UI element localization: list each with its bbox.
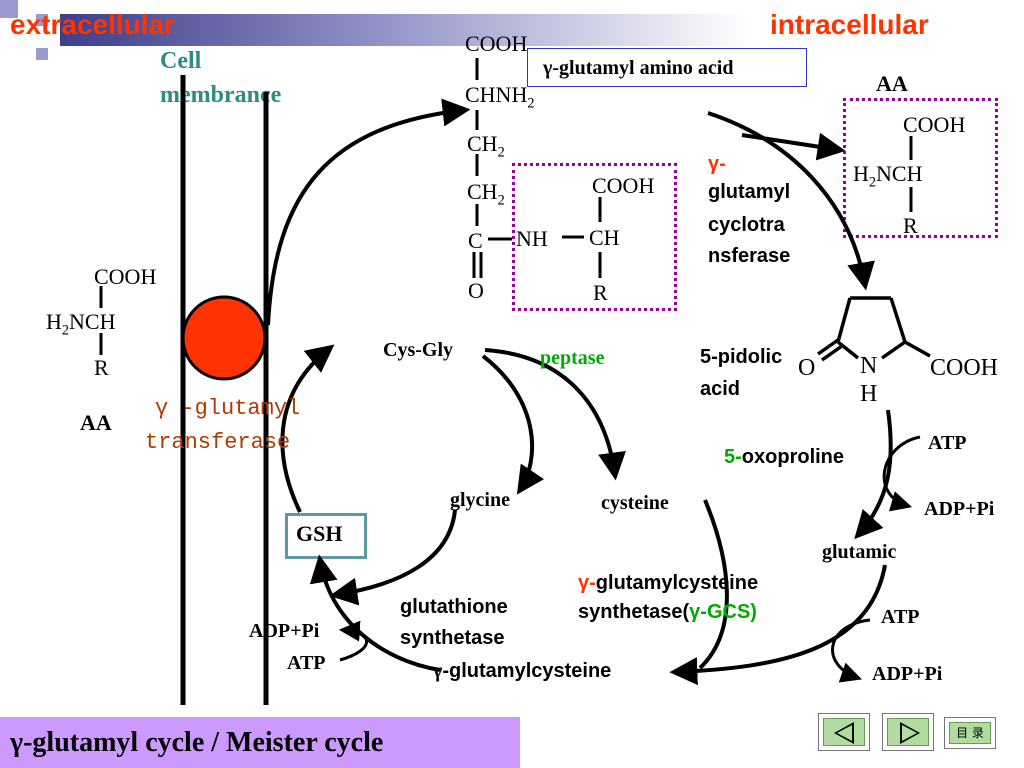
gaa-chnh2: CHNH2 [465,82,535,112]
arrow-to-pyroglutamate [707,111,875,291]
int-aa-r: R [903,213,918,238]
gaa-ch2-b: CH2 [467,179,505,209]
gaa-r: R [593,280,608,305]
next-slide-button[interactable] [882,713,934,751]
gamma-glutamyl-aa-box [527,48,807,87]
membrane-label-line2: membrance [160,82,282,108]
ext-aa-r: R [94,355,109,380]
extracellular-label: extracellular [10,9,175,40]
gamma-glutamylcysteine-label: γ-glutamylcysteine [433,660,612,682]
arrow-cysgly-to-glycine [481,354,545,495]
pidolic-label-line2: acid [700,378,741,400]
arrow-transport-to-gaa [266,98,471,326]
gcs-label-line1: γ-glutamylcysteine [578,572,759,594]
gaa-cooh: COOH [465,31,528,56]
int-aa-cooh: COOH [903,112,966,137]
arrow-cysgly-to-cysteine [484,348,626,481]
gaa-c: C [468,228,483,253]
arrow-glycine-to-gs [329,509,457,606]
atp-label-1: ATP [928,432,967,454]
gsh-label: GSH [296,521,343,546]
atp-branch-2 [831,618,871,683]
aa-residue-dotted-box [512,163,677,311]
gaa-nh: NH [516,226,548,251]
ext-aa-h2nch: H2NCH [46,309,116,339]
gaa-ch: CH [589,225,620,250]
adp-label-2: ADP+Pi [872,663,943,685]
atp-branch-3 [338,620,369,662]
decor-square [36,48,48,60]
ext-aa-name: AA [80,410,112,435]
decor-square [36,14,48,26]
internal-aa-dotted-box [843,98,998,238]
prev-slide-button[interactable] [818,713,870,751]
gaa-ch2-a: CH2 [467,131,505,161]
next-slide-button-face [887,718,929,746]
gs-atp-label: ATP [287,652,326,674]
gamma-glutamyl-aa-bonds [472,58,602,278]
intracellular-label: intracellular [770,9,929,40]
gcs-label-line2: synthetase(γ-GCS) [578,601,757,623]
glutamic-label: glutamic [822,541,897,563]
gs-adp-label: ADP+Pi [249,620,320,642]
footer-title: γ-glutamyl cycle / Meister cycle [10,727,384,758]
ring-h: H [860,381,878,407]
transporter-circle [181,295,267,381]
arrow-left-icon [834,722,854,744]
pyroglutamate-ring [816,296,931,362]
ring-cooh: COOH [930,355,999,381]
arrow-gsh-to-cysgly [280,344,335,513]
int-aa-h2nch: H2NCH [853,161,923,191]
gaa-cooh-2: COOH [592,173,655,198]
cyclotransferase-line3: cyclotra [708,214,785,236]
table-of-contents-button[interactable]: 目 录 [944,717,996,749]
gs-label-line2: synthetase [400,627,505,649]
cyclotransferase-line2: glutamyl [708,181,791,203]
peptase-label: peptase [540,347,605,369]
footer-title-bar [0,717,520,768]
ring-n: N [860,353,878,379]
cysgly-label: Cys-Gly [383,339,453,361]
gamma-glutamyl-aa-label: γ-glutamyl amino acid [543,57,734,79]
ring-o: O [798,355,816,381]
cysteine-label: cysteine [601,492,669,514]
decor-square [0,0,18,18]
cyclotransferase-line1: γ- [708,153,726,175]
prev-slide-button-face [823,718,865,746]
transferase-label-line2: transferase [145,430,291,455]
arrow-to-internal-aa [741,132,846,161]
cyclotransferase-line4: nsferase [708,245,791,267]
table-of-contents-label: 目 录 [949,722,991,744]
arrow-cysteine-to-gglucys [698,499,729,670]
ext-aa-cooh: COOH [94,264,157,289]
int-aa-name: AA [876,71,908,96]
atp-branch-1 [882,435,921,512]
arrow-oxoproline-to-glutamic [854,409,893,540]
arrow-glutamic-to-gglucys [669,564,887,686]
arrow-right-icon [900,722,920,744]
membrane-label-line1: Cell [160,48,202,74]
glycine-label: glycine [450,489,510,511]
gaa-o: O [468,278,484,303]
header-gradient-bar [60,14,750,46]
pidolic-label-line1: 5-pidolic [700,346,783,368]
adp-label-1: ADP+Pi [924,498,995,520]
oxoproline-label: 5-oxoproline [724,446,845,468]
gs-label-line1: glutathione [400,596,508,618]
atp-label-2: ATP [881,606,920,628]
transferase-label-line1: γ -glutamyl [155,396,301,421]
